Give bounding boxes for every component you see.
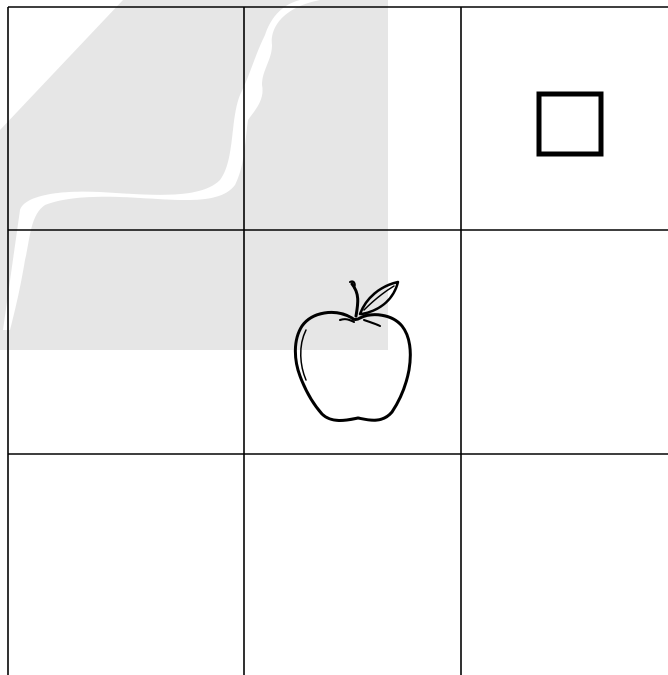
watermark-map-shape [0, 0, 388, 350]
square-icon [539, 94, 601, 154]
